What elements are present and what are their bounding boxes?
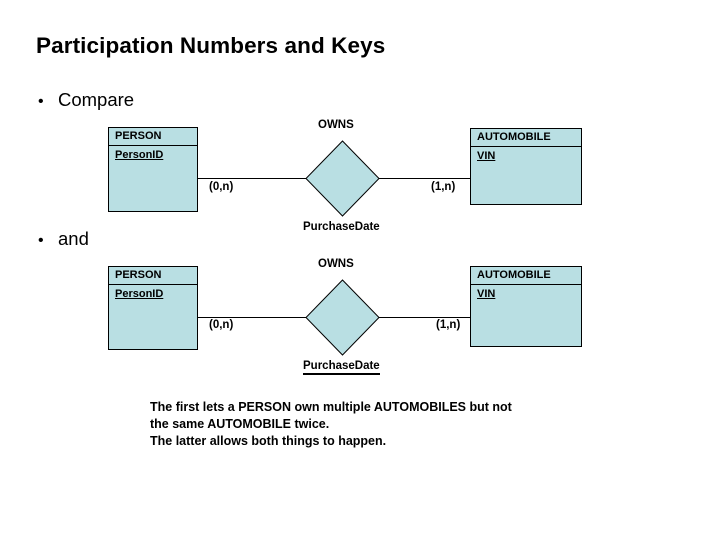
relationship-diamond-owns — [305, 279, 380, 356]
diamond-shape-icon — [305, 279, 380, 356]
entity-attribute-list-person: PersonID — [109, 285, 197, 301]
cardinality-label-right: (1,n) — [431, 181, 456, 193]
bullet-item-and: • and — [38, 228, 89, 250]
bullet-label-compare: Compare — [58, 89, 135, 110]
explanation-line-2: the same AUTOMOBILE twice. — [150, 417, 330, 431]
explanation-line-1: The first lets a PERSON own multiple AUT… — [150, 400, 512, 414]
bullet-label-and: and — [58, 228, 89, 249]
bullet-glyph-icon: • — [38, 93, 44, 110]
entity-name-automobile: AUTOMOBILE — [471, 267, 581, 285]
relationship-attribute-purchasedate: PurchaseDate — [303, 221, 380, 233]
entity-attribute-personid: PersonID — [115, 288, 164, 300]
cardinality-label-left: (0,n) — [209, 319, 234, 331]
entity-attribute-list-automobile: VIN — [471, 147, 581, 163]
explanation-text: The first lets a PERSON own multiple AUT… — [150, 399, 512, 450]
cardinality-label-right: (1,n) — [436, 319, 461, 331]
explanation-line-3: The latter allows both things to happen. — [150, 434, 387, 448]
relationship-attribute-purchasedate: PurchaseDate — [303, 360, 380, 375]
relationship-diamond-owns — [305, 140, 380, 217]
entity-attribute-list-person: PersonID — [109, 146, 197, 162]
diamond-shape-icon — [305, 140, 380, 217]
entity-box-automobile: AUTOMOBILE VIN — [470, 266, 582, 347]
connector-line-left — [198, 178, 308, 179]
cardinality-label-left: (0,n) — [209, 181, 234, 193]
entity-name-automobile: AUTOMOBILE — [471, 129, 581, 147]
connector-line-right — [377, 317, 470, 318]
relationship-name-owns: OWNS — [318, 258, 354, 270]
bullet-item-compare: • Compare — [38, 89, 134, 111]
entity-name-person: PERSON — [109, 128, 197, 146]
entity-attribute-list-automobile: VIN — [471, 285, 581, 301]
entity-box-person: PERSON PersonID — [108, 266, 198, 350]
bullet-glyph-icon: • — [38, 232, 44, 249]
slide-title: Participation Numbers and Keys — [36, 33, 386, 58]
entity-box-person: PERSON PersonID — [108, 127, 198, 212]
relationship-name-owns: OWNS — [318, 119, 354, 131]
entity-attribute-vin: VIN — [477, 288, 496, 300]
connector-line-left — [198, 317, 308, 318]
entity-attribute-vin: VIN — [477, 150, 496, 162]
connector-line-right — [377, 178, 470, 179]
entity-attribute-personid: PersonID — [115, 149, 164, 161]
entity-name-person: PERSON — [109, 267, 197, 285]
entity-box-automobile: AUTOMOBILE VIN — [470, 128, 582, 205]
